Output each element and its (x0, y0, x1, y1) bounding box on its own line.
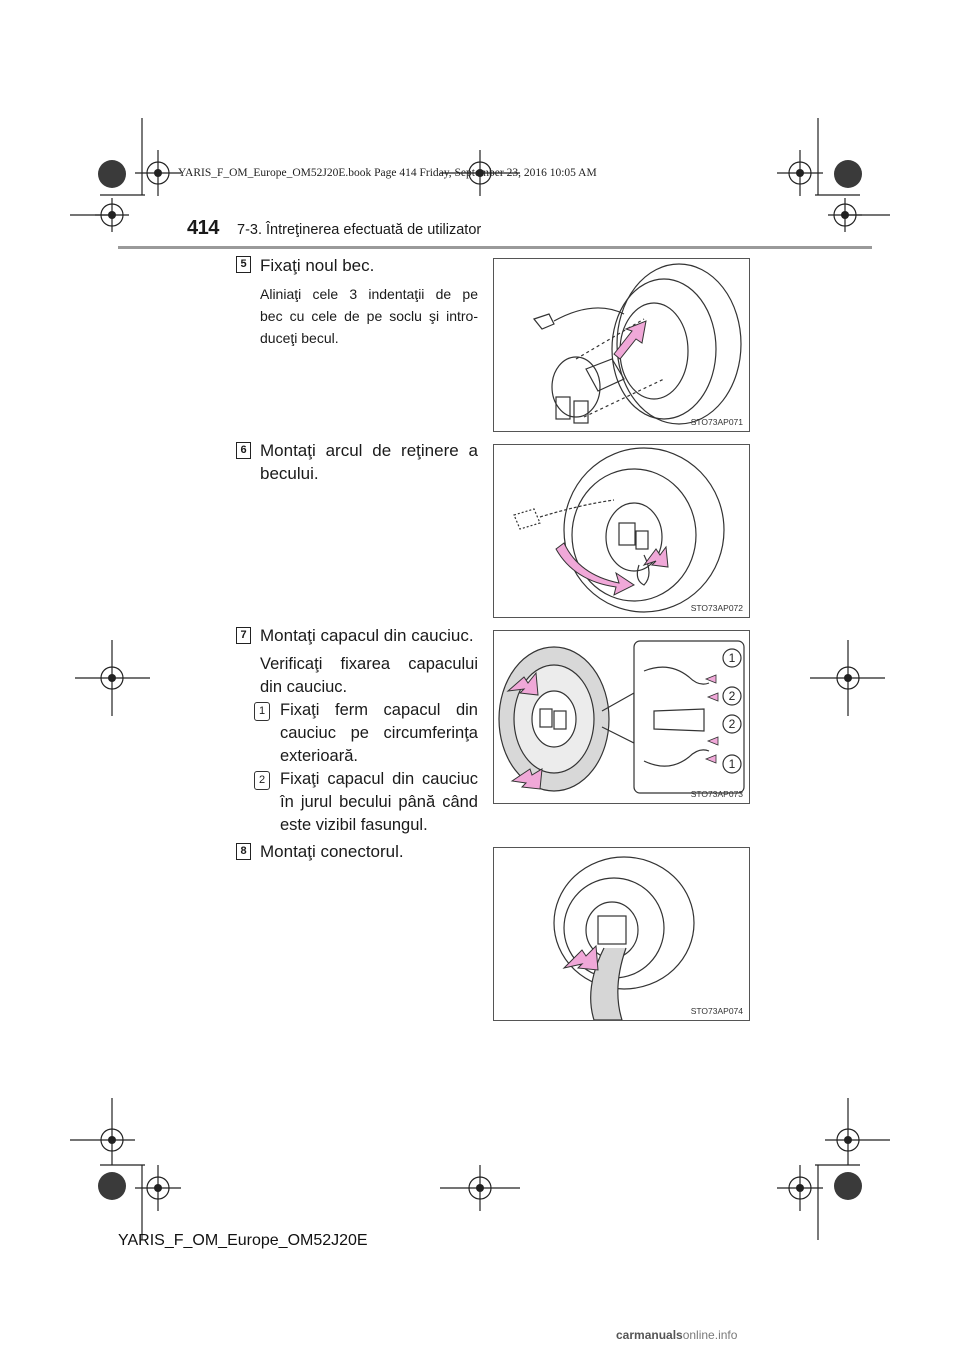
substep-marker-2: 2 (254, 771, 270, 790)
callout-2: 2 (729, 717, 736, 731)
figure-code: STO73AP073 (690, 789, 743, 799)
watermark-prefix: carmanuals (616, 1328, 683, 1342)
watermark-suffix: online.info (682, 1328, 738, 1342)
substep-marker-1: 1 (254, 702, 270, 721)
text-line: Fixaţi capacul din cauciuc (280, 770, 478, 788)
header-rule (118, 246, 872, 249)
text-line: Aliniaţi cele 3 indentaţii de pe (260, 286, 478, 302)
step-6-title: Montaţi arcul de reţinere a becului. (260, 439, 478, 485)
text-line: duceţi becul. (260, 330, 339, 346)
figure-code: STO73AP074 (690, 1006, 743, 1016)
page-number: 414 (187, 217, 219, 239)
step-7-title: Montaţi capacul din cauciuc. (260, 626, 474, 645)
figure-code: STO73AP071 (690, 417, 743, 427)
step-badge-7: 7 (236, 627, 251, 644)
connector-illustration (553, 856, 695, 1020)
figure-step-8: STO73AP074 (493, 847, 750, 1021)
text-line: Fixaţi ferm capacul din (280, 701, 478, 719)
rubber-cover-illustration: 1 2 2 1 (498, 640, 745, 794)
substep-1-text: Fixaţi ferm capacul din cauciuc pe circu… (280, 699, 478, 768)
text-line: Verificaţi fixarea capacului (260, 655, 478, 673)
book-slug: YARIS_F_OM_Europe_OM52J20E.book Page 414… (178, 167, 597, 179)
text-line: este vizibil fasungul. (280, 816, 428, 834)
step-7-check: Verificaţi fixarea capacului din cauciuc… (260, 653, 478, 699)
step-5-description: Aliniaţi cele 3 indentaţii de pe bec cu … (260, 283, 478, 349)
text-line: bec cu cele de pe soclu şi intro- (260, 308, 478, 324)
callout-1: 1 (729, 651, 736, 665)
text-line: cauciuc pe circumferinţa (280, 724, 478, 742)
callout-2: 2 (729, 689, 736, 703)
step-5-title: Fixaţi noul bec. (260, 256, 375, 275)
step-8-title: Montaţi conectorul. (260, 842, 404, 861)
text-line: Montaţi arcul de reţinere a (260, 441, 478, 460)
text-line: exterioară. (280, 747, 358, 765)
figure-step-6: STO73AP072 (493, 444, 750, 618)
retaining-spring-illustration (513, 447, 725, 613)
step-badge-8: 8 (236, 843, 251, 860)
text-line: în jurul becului până când (280, 793, 478, 811)
text-line: becului. (260, 464, 319, 483)
callout-1: 1 (729, 757, 736, 771)
figure-step-5: STO73AP071 (493, 258, 750, 432)
figure-code: STO73AP072 (690, 603, 743, 613)
step-badge-5: 5 (236, 256, 251, 273)
figure-step-7: 1 2 2 1 STO73AP073 (493, 630, 750, 804)
footer-doc-code: YARIS_F_OM_Europe_OM52J20E (118, 1232, 368, 1249)
section-title: 7-3. Întreţinerea efectuată de utilizato… (237, 222, 482, 238)
text-line: din cauciuc. (260, 678, 348, 696)
bulb-insert-illustration (532, 263, 742, 425)
watermark: carmanualsonline.info (616, 1328, 737, 1342)
step-badge-6: 6 (236, 442, 251, 459)
substep-2-text: Fixaţi capacul din cauciuc în jurul becu… (280, 768, 478, 837)
